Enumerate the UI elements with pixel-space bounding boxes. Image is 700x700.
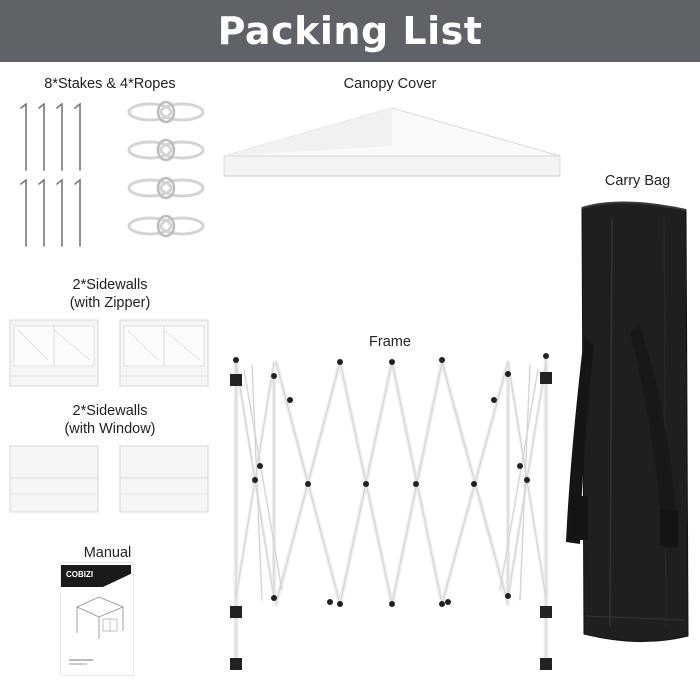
frame-joint <box>439 357 445 363</box>
sidewalls-window-label: 2*Sidewalls (with Window) <box>40 402 180 438</box>
stake <box>20 178 27 247</box>
sidewall-window-1 <box>9 445 99 513</box>
sidewall-window-2 <box>119 445 209 513</box>
rope-coil <box>127 176 205 200</box>
frame-joint <box>271 373 277 379</box>
sidewalls-window-label-line2: (with Window) <box>64 421 156 437</box>
frame-joint <box>471 481 477 487</box>
canopy-cover-image <box>223 107 561 177</box>
sidewalls-zipper-image <box>9 319 209 387</box>
frame-bracket <box>540 658 552 670</box>
manual-fine-print <box>69 659 93 661</box>
stake <box>38 102 45 171</box>
frame-joint <box>305 481 311 487</box>
rope-coil <box>127 100 205 124</box>
frame-joint <box>363 481 369 487</box>
sidewalls-zipper-label: 2*Sidewalls (with Zipper) <box>40 276 180 312</box>
frame-joint <box>252 477 258 483</box>
manual-tent-sketch <box>76 596 125 639</box>
frame-joint <box>327 599 333 605</box>
canopy-cover-label: Canopy Cover <box>343 76 437 92</box>
sidewalls-zipper-label-line2: (with Zipper) <box>69 295 151 311</box>
frame-joint <box>389 359 395 365</box>
stake <box>56 102 63 171</box>
frame-bracket <box>540 372 552 384</box>
frame-joint <box>337 359 343 365</box>
manual-fine-print-2 <box>69 663 87 665</box>
frame-joint <box>543 353 549 359</box>
stake <box>74 102 81 171</box>
sidewalls-zipper-label-line1: 2*Sidewalls <box>72 277 148 293</box>
frame-bracket <box>230 374 242 386</box>
page-title: Packing List <box>217 9 483 53</box>
frame-bracket <box>230 658 242 670</box>
stake <box>74 178 81 247</box>
carry-bag-image <box>566 201 689 643</box>
frame-joint <box>517 463 523 469</box>
frame-joint <box>337 601 343 607</box>
manual-brand: COBIZI <box>66 570 94 579</box>
rope-coil <box>127 138 205 162</box>
stake <box>20 102 27 171</box>
stake <box>56 178 63 247</box>
bag-handle <box>630 326 678 548</box>
manual-label: Manual <box>83 545 132 561</box>
sidewalls-window-image <box>9 445 209 513</box>
frame-joint <box>389 601 395 607</box>
rope-coil <box>127 214 205 238</box>
stakes-ropes-label: 8*Stakes & 4*Ropes <box>44 76 176 92</box>
header-banner: Packing List <box>0 0 700 62</box>
frame-joint <box>445 599 451 605</box>
frame-joint <box>505 593 511 599</box>
frame-joint <box>233 357 239 363</box>
frame-bracket <box>540 606 552 618</box>
frame-bracket <box>230 606 242 618</box>
frame-joint <box>413 481 419 487</box>
sidewall-zipper-2 <box>119 319 209 387</box>
bag-strap <box>566 336 594 544</box>
frame-joint <box>491 397 497 403</box>
frame-joint <box>287 397 293 403</box>
carry-bag-label: Carry Bag <box>604 173 671 189</box>
frame-joint <box>439 601 445 607</box>
frame-joint <box>271 595 277 601</box>
frame-label: Frame <box>369 334 411 350</box>
frame-joint <box>524 477 530 483</box>
frame-joint <box>257 463 263 469</box>
stake <box>38 178 45 247</box>
frame-joint <box>505 371 511 377</box>
sidewall-zipper-1 <box>9 319 99 387</box>
sidewalls-window-label-line1: 2*Sidewalls <box>72 403 148 419</box>
manual-image: COBIZI <box>60 562 134 676</box>
manual-cover-band: COBIZI <box>61 565 131 587</box>
